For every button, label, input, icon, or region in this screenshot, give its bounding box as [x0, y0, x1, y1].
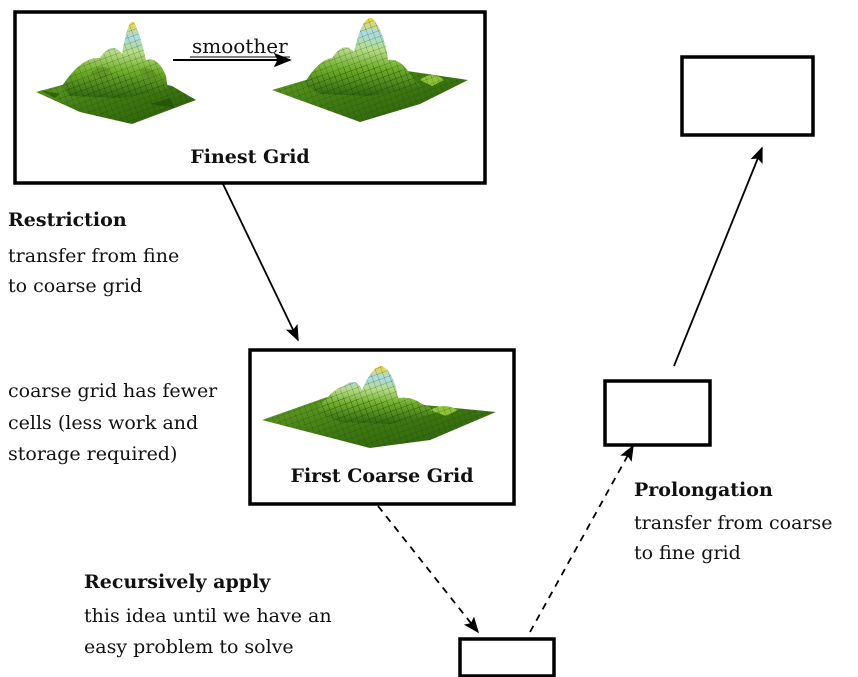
prolongation-line2: to fine grid — [634, 542, 741, 564]
finest-grid-box: smoother — [13, 10, 487, 185]
prolongation-heading: Prolongation — [634, 479, 773, 501]
first-coarse-grid-title: First Coarse Grid — [290, 465, 474, 487]
coarse-note-line1: coarse grid has fewer — [8, 380, 218, 402]
restriction-line1: transfer from fine — [8, 245, 180, 267]
recursive-line1: this idea until we have an — [84, 605, 332, 627]
finest-grid-frame — [13, 10, 487, 185]
first-coarse-grid-box — [248, 348, 516, 506]
first-coarse-grid-frame — [248, 348, 516, 506]
second-grid-box-up — [603, 379, 712, 447]
prolongation-arrow — [529, 444, 634, 633]
coarsest-grid-box — [458, 637, 556, 677]
restriction-heading: Restriction — [8, 209, 127, 231]
recursive-line2: easy problem to solve — [84, 636, 294, 658]
coarse-note-line2: cells (less work and — [8, 412, 199, 434]
recursive-arrow — [377, 505, 480, 634]
smooth-surface-plot — [272, 17, 468, 122]
recursive-heading: Recursively apply — [84, 571, 271, 593]
smoother-label: smoother — [192, 34, 288, 58]
restriction-line2: to coarse grid — [8, 275, 143, 297]
coarse-surface-plot — [262, 366, 496, 448]
prolongation-line1: transfer from coarse — [634, 512, 833, 534]
finest-grid-title: Finest Grid — [190, 146, 310, 168]
restriction-arrow — [222, 183, 299, 342]
coarse-note-line3: storage required) — [8, 443, 178, 465]
prolongation-up-arrow — [673, 146, 763, 367]
finest-grid-box-up — [680, 55, 815, 137]
rough-surface-plot — [36, 21, 196, 124]
